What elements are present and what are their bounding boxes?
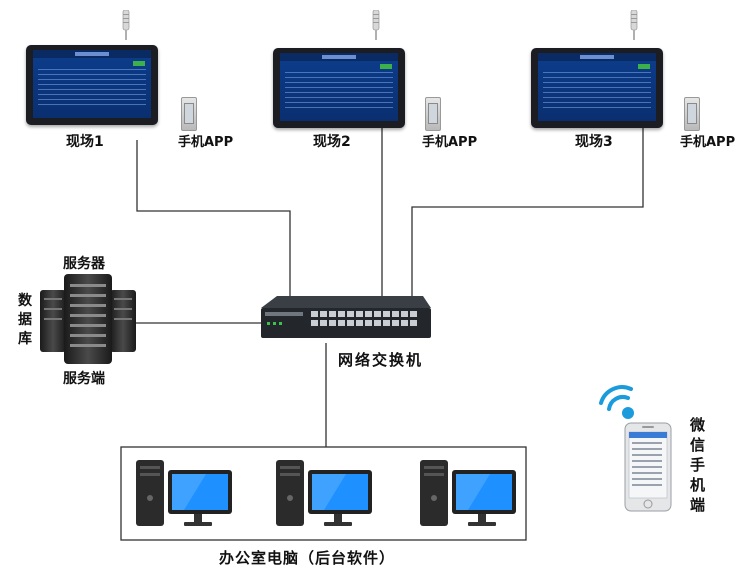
sensor-icon [122,10,130,40]
site-3-label: 现场3 [575,134,613,150]
touchscreen-display [280,53,398,121]
site-3-touchscreen [531,48,663,128]
mobile-app-label: 手机APP [680,135,736,150]
wifi-icon [599,385,634,419]
desktop-computer-icon [136,460,232,526]
network-switch-icon [261,296,431,338]
link-site1 [136,140,291,300]
sensor-icon [630,10,638,40]
server-label: 服务器 [63,256,105,272]
site-2-label: 现场2 [313,134,351,150]
wechat-mobile-label: 微信手机端 [690,416,706,514]
mobile-phone-icon [181,97,197,131]
server-side-label: 服务端 [63,371,105,387]
site-1-label: 现场1 [66,134,104,150]
office-box [120,446,527,541]
mobile-app-label: 手机APP [178,135,234,150]
touchscreen-display [33,50,151,118]
mobile-app-label: 手机APP [422,135,478,150]
mobile-phone-icon [425,97,441,131]
office-computer-label: 办公室电脑（后台软件） [219,549,396,567]
server-icon [40,274,136,364]
smartphone-icon [624,422,672,512]
mobile-phone-icon [684,97,700,131]
desktop-computer-icon [276,460,372,526]
switch-label: 网络交换机 [338,351,424,369]
link-site3 [411,128,644,300]
desktop-computer-icon [420,460,516,526]
touchscreen-display [538,53,656,121]
sensor-icon [372,10,380,40]
site-1-touchscreen [26,45,158,125]
database-label: 数据库 [18,293,32,347]
site-2-touchscreen [273,48,405,128]
